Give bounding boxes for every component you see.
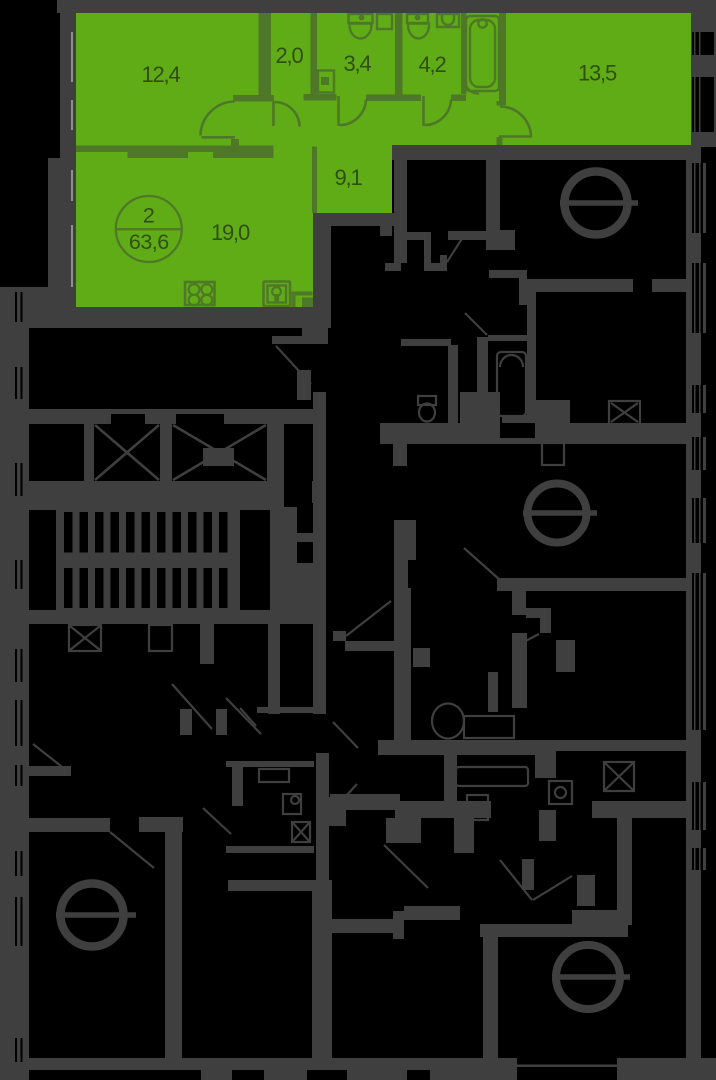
svg-text:9,1: 9,1 xyxy=(335,165,363,190)
svg-text:2,0: 2,0 xyxy=(276,43,304,68)
svg-text:3,4: 3,4 xyxy=(344,51,372,76)
svg-text:13,5: 13,5 xyxy=(578,61,617,86)
svg-text:2: 2 xyxy=(143,204,155,228)
svg-text:4,2: 4,2 xyxy=(419,52,447,77)
svg-text:19,0: 19,0 xyxy=(211,220,250,245)
svg-text:12,4: 12,4 xyxy=(141,62,180,87)
svg-text:63,6: 63,6 xyxy=(129,230,169,254)
